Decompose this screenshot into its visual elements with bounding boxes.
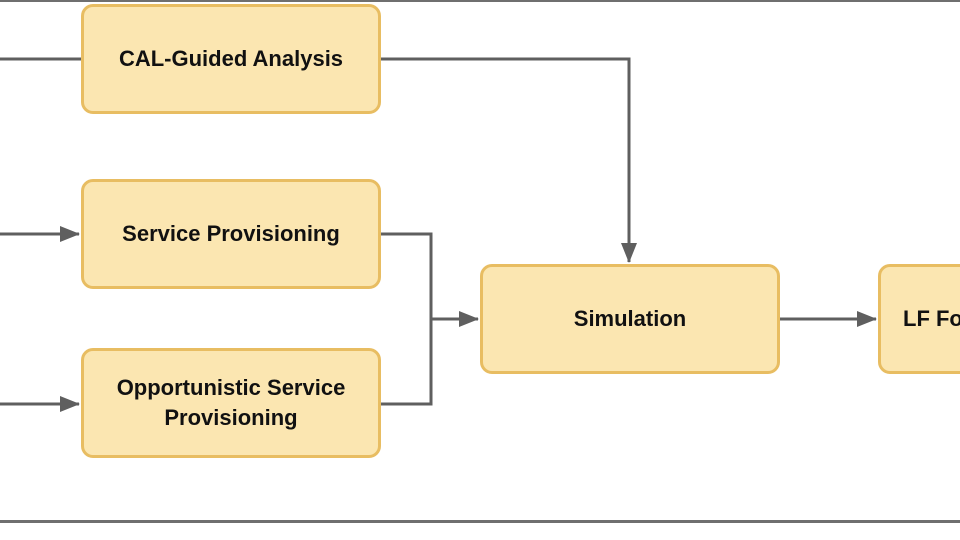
frame-top-border [0,0,960,2]
node-simulation: Simulation [480,264,780,374]
node-cal-guided-analysis: CAL-Guided Analysis [81,4,381,114]
connector-cal-to-simulation [381,57,637,263]
frame-bottom-border [0,520,960,523]
node-opportunistic-label-line1: Opportunistic Service [116,375,346,400]
node-service-provisioning-label: Service Provisioning [122,221,340,246]
connector-service-provisioning-out [381,232,433,319]
node-lf-partial: LF Fo [878,264,960,374]
connector-opportunistic-out [381,319,433,406]
node-lf-partial-label: LF Fo [903,306,960,331]
node-cal-guided-analysis-label: CAL-Guided Analysis [118,46,344,71]
node-opportunistic-label-line2: Provisioning [164,405,298,430]
node-simulation-label: Simulation [573,306,687,331]
node-opportunistic-service-provisioning: Opportunistic Service Provisioning [81,348,381,458]
node-opportunistic-label: Opportunistic Service Provisioning [117,373,346,433]
node-service-provisioning: Service Provisioning [81,179,381,289]
